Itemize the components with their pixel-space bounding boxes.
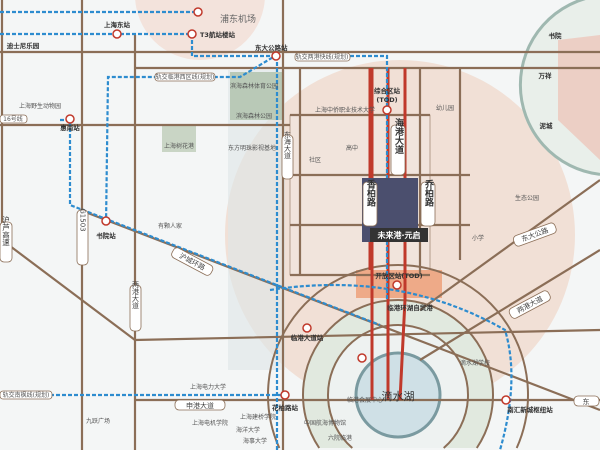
poi-marine-museum: 中国航海博物馆 [304,419,346,427]
inset-circle-border [518,0,600,176]
poi-jiuyue: 九跃广场 [86,417,110,425]
road-label-bg [76,209,89,266]
poi-zhongqiao: 上海中侨职业技术大学 [315,106,375,114]
road-label-bg [420,181,436,227]
station-label: T3航站楼站 [200,30,235,39]
station-icon[interactable] [187,29,197,39]
station-label: 东大公路站 [255,43,288,52]
project-name[interactable]: 未来港·元启 [376,230,420,240]
road-label-haigang: 海港大道 [393,117,404,155]
road-label-hulu: 沪芦高速 [1,215,10,248]
ring-road-middle [302,299,494,449]
station-label: 南汇新城枢纽站 [507,405,553,414]
poi-lake-school: 滴水湖学校 [460,359,490,367]
poi-disney: 迪士尼乐园 [7,41,40,50]
stations[interactable] [65,7,511,405]
station-icon[interactable] [302,323,312,333]
line-label-nanfeng: 轨交南枫线(规划) [3,391,50,399]
poi-haiyang: 海洋大学 [236,426,260,434]
station-icon[interactable] [193,7,203,17]
road-label-dong: 东 [583,397,590,406]
line-label-bg [154,72,216,82]
road-label-qiaobai: 乔柏路 [423,178,435,207]
road-label-bg [573,395,600,407]
line-label-16: 16号线 [3,115,23,123]
station-label: 惠南站 [60,123,80,132]
poi-haishi: 海事大学 [243,437,267,445]
poi-lake: 滴水湖 [382,389,415,403]
station-label: 临港大道站 [291,333,324,342]
poi-flower: 上海树花港 [164,142,194,150]
ring-road-inner [327,324,469,449]
poi-dianli: 上海电力大学 [190,383,226,391]
poi-expo: 临港会展中心 [347,396,383,404]
dishui-lake [354,351,442,439]
station-labels: 浦东机场 上海东站 T3航站楼站 东大公路站 惠南站 书院站 综合区站 (TOD… [60,13,553,414]
flower-park-area [162,125,196,152]
station-icon[interactable] [101,216,111,226]
road-label-bg [0,221,13,263]
station-label: 上海东站 [104,20,131,29]
inset-zone [558,35,600,160]
station-icon[interactable] [501,395,511,405]
road-label-g1503: G1503 [79,208,87,231]
road-label-xiangbai: 香柏路 [365,178,377,207]
airport-zone [135,0,265,60]
station-icon[interactable] [280,390,290,400]
station-icon[interactable] [271,51,281,61]
line-label-bg [0,114,28,124]
road-label-lianggang: 两港大道 [132,281,140,310]
station-label: 开放区站(TOD) [375,271,422,280]
poi-primary: 小学 [472,234,484,242]
station-label: 花柏路站 [272,403,299,412]
ring-road-outer [267,264,529,449]
poi-kindergarten: 幼儿园 [436,104,454,112]
station-icon[interactable] [112,29,122,39]
road-label-bg [129,284,142,332]
poi-community: 社区 [309,156,321,164]
poi-film-base: 东方明珠影视基地 [228,144,276,152]
poi-ecopark: 生态公园 [515,194,539,202]
poi-jianqiao: 上海建桥学院 [240,413,276,421]
road-label-bg [281,134,294,180]
line-label-bg [0,390,53,400]
poi-high-school: 高中 [346,144,358,152]
poi-hospital: 六院临港 [328,434,352,442]
poi-shuyuan-town: 书院 [549,31,563,40]
line-label-lianggang: 轨交两港快线(规划) [296,53,349,61]
road-label-bg [390,124,406,176]
road-label-bg [174,399,226,411]
station-icon[interactable] [65,114,75,124]
poi-ftz: 临港环湖自贸港 [387,303,433,312]
poi-dianji: 上海电机学院 [192,419,228,427]
road-label-donghai: 东海大道 [284,130,292,160]
station-icon[interactable] [382,105,392,115]
station-label: 书院站 [96,231,116,240]
poi-cottage: 有颗人家 [158,222,182,230]
station-label: 综合区站 [374,86,401,95]
poi-nicheng: 泥城 [540,121,554,130]
poi-wanxiang: 万祥 [538,71,553,80]
poi-forest-sport: 滨海森林体育公园 [230,82,278,90]
line-label-xiqu: 轨交临港西区线(规划) [156,73,215,81]
station-label: (TOD) [376,96,397,104]
line-label-bg [294,52,351,62]
station-icon[interactable] [392,280,402,290]
poi-zoo: 上海野生动物园 [19,102,61,110]
road-label-shengang: 申港大道 [186,401,214,410]
poi-forest-park: 滨海森林公园 [236,112,272,120]
project-label-bg [370,228,428,242]
station-icon[interactable] [357,353,367,363]
forest-park-area [230,72,282,120]
airport-label: 浦东机场 [220,13,256,25]
poi-labels: 迪士尼乐园 上海野生动物园 上海树花港 滨海森林体育公园 滨海森林公园 东方明珠… [7,31,562,445]
road-label-bg [362,181,378,227]
